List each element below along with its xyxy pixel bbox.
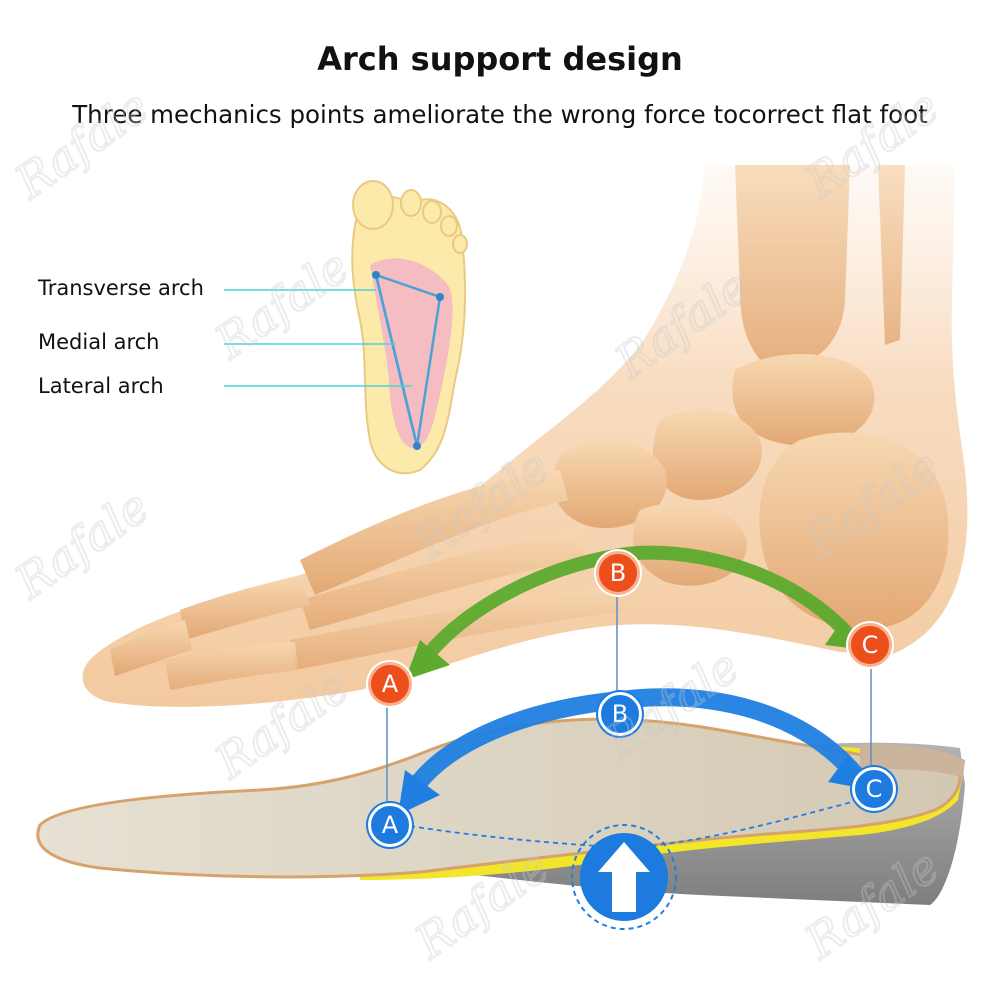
tibia-bone [735,165,850,360]
metatarsal-bone [300,530,585,630]
fibula-bone [878,165,905,345]
phalanx-bone [165,642,298,690]
point-b-foot: B [596,551,640,595]
phalanx-bone [110,620,192,676]
navicular-bone [652,409,762,500]
metatarsal-bone [300,470,568,595]
point-a-insole: A [368,803,412,847]
page-subtitle: Three mechanics points ameliorate the wr… [72,100,928,129]
label-transverse-arch: Transverse arch [38,276,204,300]
page-title: Arch support design [317,40,683,78]
green-arrow-head-left [405,640,450,680]
talus-bone [732,353,875,446]
label-lateral-arch: Lateral arch [38,374,164,398]
label-medial-arch: Medial arch [38,330,160,354]
cuneiform-bone [552,440,667,529]
insole [36,717,965,905]
arrow-up-icon [598,842,650,912]
point-c-foot: C [848,623,892,667]
footprint-diagram [351,180,468,475]
point-b-insole: B [598,692,642,736]
blue-arrow-head-left [398,770,440,815]
push-up-circle-outline [571,824,677,930]
point-c-insole: C [852,767,896,811]
point-a-foot: A [368,662,412,706]
phalanx-bone [180,575,310,640]
calcaneus-bone [759,432,949,629]
support-dashed-line [409,799,861,849]
